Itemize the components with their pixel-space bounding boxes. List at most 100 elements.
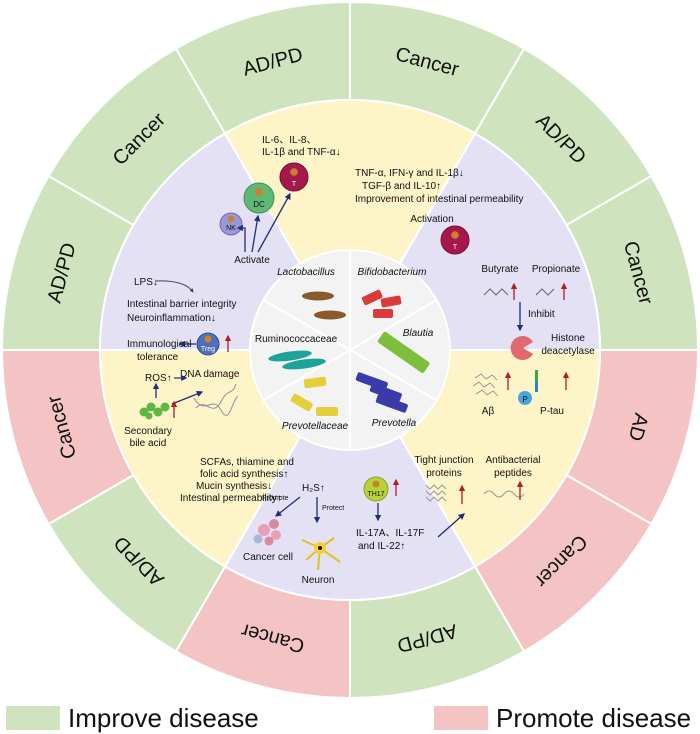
nk-label: NK bbox=[226, 225, 236, 232]
bifido-activation-label: Activation bbox=[410, 214, 453, 225]
prevotellaceae-line2: folic acid synthesis↑ bbox=[200, 469, 288, 480]
neuron-label: Neuron bbox=[302, 575, 335, 586]
histone-deacetylase-icon bbox=[510, 336, 533, 360]
bile-acid-label: bile acid bbox=[130, 438, 167, 449]
bifidobacterium-cell-icon bbox=[380, 295, 402, 308]
protect-label: Protect bbox=[322, 505, 344, 512]
lps-label: LPS↓ bbox=[134, 277, 158, 288]
nk-cell-icon bbox=[219, 212, 243, 236]
microbiota-diagram: CancerAD/PDCancerADCancerAD/PDCancerAD/P… bbox=[0, 0, 700, 700]
lactobacillus-label: Lactobacillus bbox=[277, 267, 335, 278]
ptau-protein-icon bbox=[535, 370, 538, 382]
prevotellaceae-line4: Intestinal permeability↑ bbox=[180, 493, 282, 504]
bacteria-lactobacillus: Lactobacillus bbox=[277, 267, 346, 320]
dc-label: DC bbox=[253, 200, 265, 209]
legend-promote-label: Promote disease bbox=[496, 702, 692, 733]
sector-prevotellaceae: SCFAs, thiamine and folic acid synthesis… bbox=[180, 457, 344, 586]
blautia-rod-icon bbox=[377, 331, 430, 374]
bile-acid-molecule-icon bbox=[139, 402, 170, 420]
tight-junction-line2: proteins bbox=[426, 468, 462, 479]
prevotella-rod-icon bbox=[369, 383, 402, 402]
nk-nucleus-icon bbox=[227, 215, 235, 223]
sector-prevotella: TH17 IL-17A、IL-17F and IL-22↑ Tight junc… bbox=[356, 455, 541, 552]
inner-dividers bbox=[262, 250, 438, 450]
treg-label: Treg bbox=[201, 346, 215, 353]
bifidobacterium-label: Bifidobacterium bbox=[358, 267, 427, 278]
ptau-protein-icon bbox=[535, 382, 538, 392]
inhibit-label: Inhibit bbox=[528, 309, 555, 320]
outer-disease-ring: CancerAD/PDCancerADCancerAD/PDCancerAD/P… bbox=[0, 0, 700, 700]
bifido-line3: Improvement of intestinal permeability bbox=[355, 194, 523, 205]
activate-arrow-nk bbox=[236, 224, 246, 252]
tight-junction-line1: Tight junction bbox=[414, 455, 473, 466]
h2s-label: H₂S↑ bbox=[302, 483, 325, 494]
sector-prevotellaceae-bg bbox=[223, 348, 477, 601]
prevotellaceae-cell-icon bbox=[316, 407, 338, 416]
prevotellaceae-line3: Mucin synthesis↓ bbox=[196, 481, 272, 492]
secondary-label: Secondary bbox=[124, 426, 172, 437]
histone-line2: deacetylase bbox=[541, 346, 595, 357]
butyrate-label: Butyrate bbox=[481, 264, 519, 275]
ros-label: ROS↑ bbox=[145, 373, 172, 384]
ruminococcaceae-cell-icon bbox=[282, 358, 326, 370]
dna-helix-icon bbox=[193, 383, 239, 416]
legend-improve: Improve disease bbox=[6, 703, 259, 733]
antibacterial-peptide-icon bbox=[483, 490, 525, 498]
sector-blautia: Butyrate Propionate Inhibit Histone deac… bbox=[472, 264, 595, 417]
lactobacillus-rod-icon bbox=[302, 291, 334, 301]
dc-nucleus-icon bbox=[255, 188, 263, 196]
antibacterial-line1: Antibacterial bbox=[485, 455, 540, 466]
abeta-label: Aβ bbox=[482, 406, 495, 417]
dc-cell-icon bbox=[243, 182, 275, 214]
cancer-cell-label: Cancer cell bbox=[243, 552, 293, 563]
ruminococcaceae-label: Ruminococcaceae bbox=[255, 334, 338, 345]
activate-arrow-t bbox=[257, 192, 291, 253]
bacteria-ruminococcaceae: Ruminococcaceae bbox=[255, 334, 338, 370]
treg-cell-icon bbox=[196, 332, 220, 356]
bifido-line1: TNF-α, IFN-γ and IL-1β↓ bbox=[355, 168, 464, 179]
bifido-t-label: T bbox=[453, 244, 458, 251]
il-to-barrier-arrow bbox=[437, 513, 465, 538]
prevotellaceae-label: Prevotellaceae bbox=[282, 421, 349, 432]
th17-label: TH17 bbox=[367, 491, 384, 498]
neuron-icon bbox=[301, 537, 341, 571]
bifido-t-cell-icon bbox=[440, 225, 470, 255]
neuroinflammation-label: Neuroinflammation↓ bbox=[127, 313, 216, 324]
lacto-cytokines-line2: IL-1β and TNF-α↓ bbox=[262, 147, 341, 158]
bifido-line2: TGF-β and IL-10↑ bbox=[362, 181, 441, 192]
lactobacillus-rod-icon bbox=[314, 310, 346, 320]
prevotella-label: Prevotella bbox=[372, 418, 417, 429]
dna-damage-label: DNA damage bbox=[180, 369, 240, 380]
sector-lactobacillus: IL-6、IL-8、 IL-1β and TNF-α↓ NK DC T Acti… bbox=[219, 135, 341, 266]
sector-ruminococcaceae: LPS↓ Intestinal barrier integrity Neuroi… bbox=[124, 277, 240, 449]
prevotella-il-line2: and IL-22↑ bbox=[358, 541, 405, 552]
phosphate-icon bbox=[518, 391, 532, 405]
prevotella-rod-icon bbox=[375, 394, 408, 413]
bacteria-prevotellaceae: Prevotellaceae bbox=[282, 376, 349, 432]
activate-arrow-dc bbox=[251, 214, 261, 253]
t-nucleus-icon bbox=[290, 168, 298, 176]
butyrate-molecule-icon bbox=[483, 288, 509, 296]
promote-arrow bbox=[274, 496, 301, 517]
tight-junction-icon bbox=[425, 484, 447, 502]
blautia-label: Blautia bbox=[403, 328, 434, 339]
lps-arrow bbox=[155, 280, 194, 293]
antibacterial-line2: peptides bbox=[494, 468, 532, 479]
t-cell-label: T bbox=[292, 181, 297, 188]
bacteria-bifidobacterium: Bifidobacterium bbox=[358, 267, 427, 318]
bacteria-prevotella: Prevotella bbox=[355, 372, 417, 429]
legend-promote: Promote disease bbox=[434, 703, 691, 733]
bacteria-blautia: Blautia bbox=[377, 328, 434, 374]
bifidobacterium-cell-icon bbox=[373, 309, 393, 318]
sector-bifidobacterium-bg bbox=[223, 99, 477, 352]
immunological-line2: tolerance bbox=[137, 352, 179, 363]
prevotella-il-line1: IL-17A、IL-17F bbox=[356, 528, 424, 539]
legend: Improve disease Promote disease bbox=[0, 696, 700, 734]
promote-label: Promote bbox=[262, 495, 289, 502]
legend-promote-swatch bbox=[434, 706, 488, 730]
lacto-cytokines-line1: IL-6、IL-8、 bbox=[262, 135, 316, 146]
barrier-label: Intestinal barrier integrity bbox=[127, 299, 237, 310]
t-cell-icon bbox=[279, 162, 309, 192]
sector-bifidobacterium: TNF-α, IFN-γ and IL-1β↓ TGF-β and IL-10↑… bbox=[355, 168, 523, 255]
ruminococcaceae-cell-icon bbox=[268, 350, 312, 362]
